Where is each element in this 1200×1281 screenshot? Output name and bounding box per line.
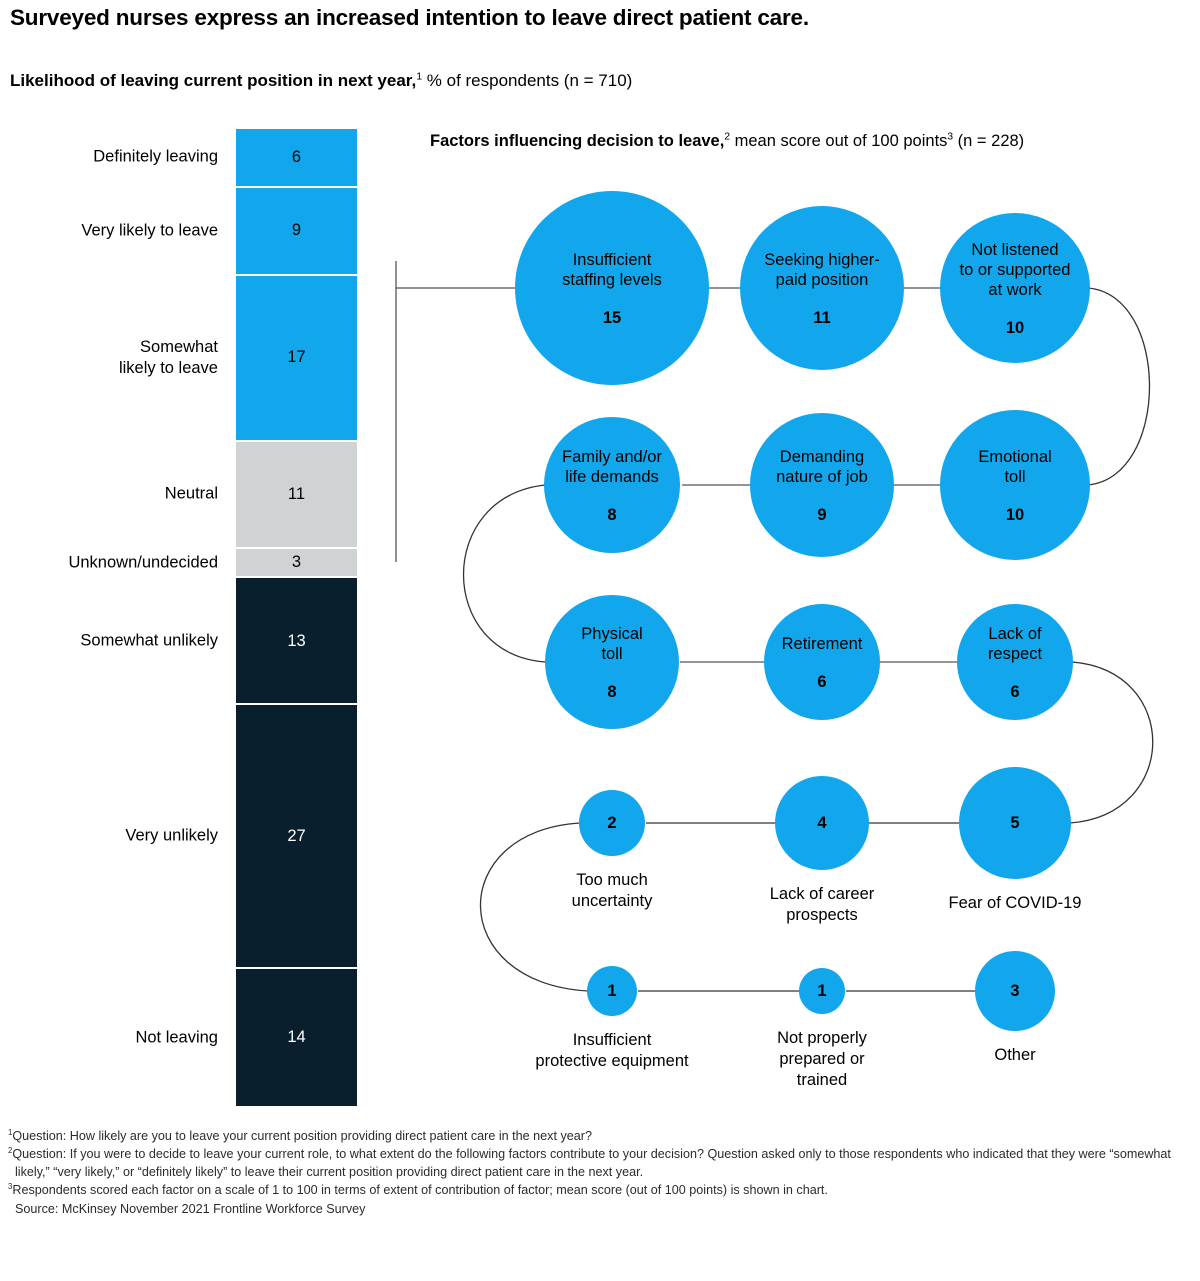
snake-left-row4-row5 <box>479 822 589 992</box>
bar-segment: Unknown/undecided 3 <box>68 549 357 579</box>
snake-right-row3-row4 <box>1069 661 1154 824</box>
page-title: Surveyed nurses express an increased int… <box>10 5 809 30</box>
bubble-node[interactable]: 4 <box>775 776 869 870</box>
bubble-value: 9 <box>817 505 827 524</box>
bubble-value: 1 <box>817 981 827 1000</box>
bar-segment-value: 17 <box>287 348 306 367</box>
bubble-value: 4 <box>817 813 827 832</box>
bubble-value: 8 <box>607 682 617 701</box>
footnote-ref-3: 3 <box>947 131 954 143</box>
bubble-node[interactable]: 5 <box>959 767 1071 879</box>
footnote-marker: 2 <box>8 1146 13 1156</box>
footnote: 3Respondents scored each factor on a sca… <box>8 1181 828 1198</box>
bubble-node[interactable]: 1 <box>799 968 845 1014</box>
bubble-value: 6 <box>817 672 827 691</box>
bar-segment-value: 14 <box>287 1028 306 1047</box>
bubble-value: 1 <box>607 981 617 1000</box>
bar-segment-label: Definitely leaving <box>93 147 218 166</box>
footnotes-block: 1Question: How likely are you to leave y… <box>8 1128 1193 1218</box>
bar-segment-value: 6 <box>291 148 302 167</box>
bar-segment: Not leaving 14 <box>135 969 357 1106</box>
bubble-node[interactable]: Family and/or life demands 8 <box>544 417 680 553</box>
bar-segment-value: 9 <box>291 221 302 240</box>
bubble-node[interactable]: 3 <box>975 951 1055 1031</box>
bar-segment: Neutral 11 <box>165 441 357 550</box>
bubble-value: 10 <box>1005 318 1025 337</box>
bubble-value: 5 <box>1010 813 1020 832</box>
bar-segment: Very unlikely 27 <box>125 705 357 970</box>
chart-subtitle-bold: Likelihood of leaving current position i… <box>10 71 417 90</box>
bubble-label: Retirement <box>781 634 863 653</box>
bubble-chart-title: Factors influencing decision to leave,2 … <box>430 132 1024 151</box>
bar-segment-label: Neutral <box>164 484 218 503</box>
bubble-outside-label: Fear of COVID-19 <box>948 894 1082 912</box>
bubble-value: 6 <box>1010 682 1020 701</box>
bar-segment-label: Not leaving <box>135 1027 218 1046</box>
bubble-outside-label: Too much uncertainty <box>571 871 653 911</box>
bar-segment: Somewhat unlikely 13 <box>80 578 357 706</box>
snake-right-row1-row2 <box>1087 287 1150 486</box>
bubble-label: Not listened to or supported at work <box>959 240 1071 299</box>
footnote: 1Question: How likely are you to leave y… <box>8 1127 592 1143</box>
bubble-outside-label: Other <box>994 1046 1036 1064</box>
snake-left-row2-row3 <box>462 484 547 663</box>
bubble-chart-title-tail: (n = 228) <box>953 132 1025 150</box>
source-line: Source: McKinsey November 2021 Frontline… <box>15 1201 366 1216</box>
bubble-label: Family and/or life demands <box>562 447 662 486</box>
bar-segment: Very likely to leave 9 <box>81 187 357 276</box>
chart-subtitle: Likelihood of leaving current position i… <box>10 70 1190 92</box>
footnote-ref-2: 2 <box>724 131 731 143</box>
bubble-value: 3 <box>1010 981 1020 1000</box>
footnote-ref-1: 1 <box>416 70 423 83</box>
bubble-node[interactable]: Not listened to or supported at work 10 <box>940 213 1090 363</box>
bar-segment-value: 3 <box>291 553 302 572</box>
bar-segment-label: Very likely to leave <box>81 221 218 240</box>
bubble-outside-label: Insufficient protective equipment <box>535 1031 689 1071</box>
bubble-value: 8 <box>607 505 617 524</box>
bubble-chart-title-bold: Factors influencing decision to leave, <box>430 132 725 150</box>
bar-segment: Definitely leaving 6 <box>93 129 357 188</box>
footnote-marker: 1 <box>8 1127 13 1137</box>
bubble-label: Insufficient staffing levels <box>562 250 662 289</box>
bubble-value: 11 <box>813 308 831 327</box>
bubble-label: Physical toll <box>581 624 643 663</box>
bubble-node[interactable]: Retirement 6 <box>764 604 880 720</box>
bubble-node[interactable]: 1 <box>587 966 637 1016</box>
bubble-node[interactable]: Lack of respect 6 <box>957 604 1073 720</box>
bubble-node[interactable]: 2 <box>579 790 645 856</box>
bar-segment-value: 13 <box>287 631 306 650</box>
bubble-node[interactable]: Emotional toll 10 <box>940 410 1090 560</box>
bubble-value: 2 <box>607 813 617 832</box>
bubble-value: 10 <box>1005 505 1025 524</box>
factors-bubble-chart: Factors influencing decision to leave,2 … <box>380 125 1200 1115</box>
bubble-value: 15 <box>602 308 622 327</box>
bubble-label: Lack of respect <box>987 624 1043 663</box>
bar-segment-value: 11 <box>287 485 306 504</box>
bubble-node[interactable]: Demanding nature of job 9 <box>750 413 894 557</box>
bar-segment-label: Very unlikely <box>125 826 218 845</box>
bar-segment-value: 27 <box>287 827 306 846</box>
bubble-label: Emotional toll <box>978 447 1052 486</box>
bubble-label: Seeking higher- paid position <box>764 250 880 289</box>
chart-subtitle-rest: % of respondents (n = 710) <box>422 71 633 90</box>
bubble-outside-label: Not properly prepared or trained <box>777 1029 867 1090</box>
footnote: 2Question: If you were to decide to leav… <box>8 1146 1171 1179</box>
bubble-connector-lines <box>395 261 1154 992</box>
bubble-label: Demanding nature of job <box>776 447 868 486</box>
footnote-marker: 3 <box>8 1181 13 1191</box>
bubble-node[interactable]: Insufficient staffing levels 15 <box>515 191 709 385</box>
bubble-chart-title-rest: mean score out of 100 points <box>730 132 948 150</box>
bar-segment-label: Unknown/undecided <box>68 553 218 572</box>
bubble-outside-label: Lack of career prospects <box>769 885 875 925</box>
bubble-node[interactable]: Seeking higher- paid position 11 <box>740 206 904 370</box>
bubble-node[interactable]: Physical toll 8 <box>545 595 679 729</box>
bar-segment-label: Somewhat unlikely <box>80 631 218 650</box>
